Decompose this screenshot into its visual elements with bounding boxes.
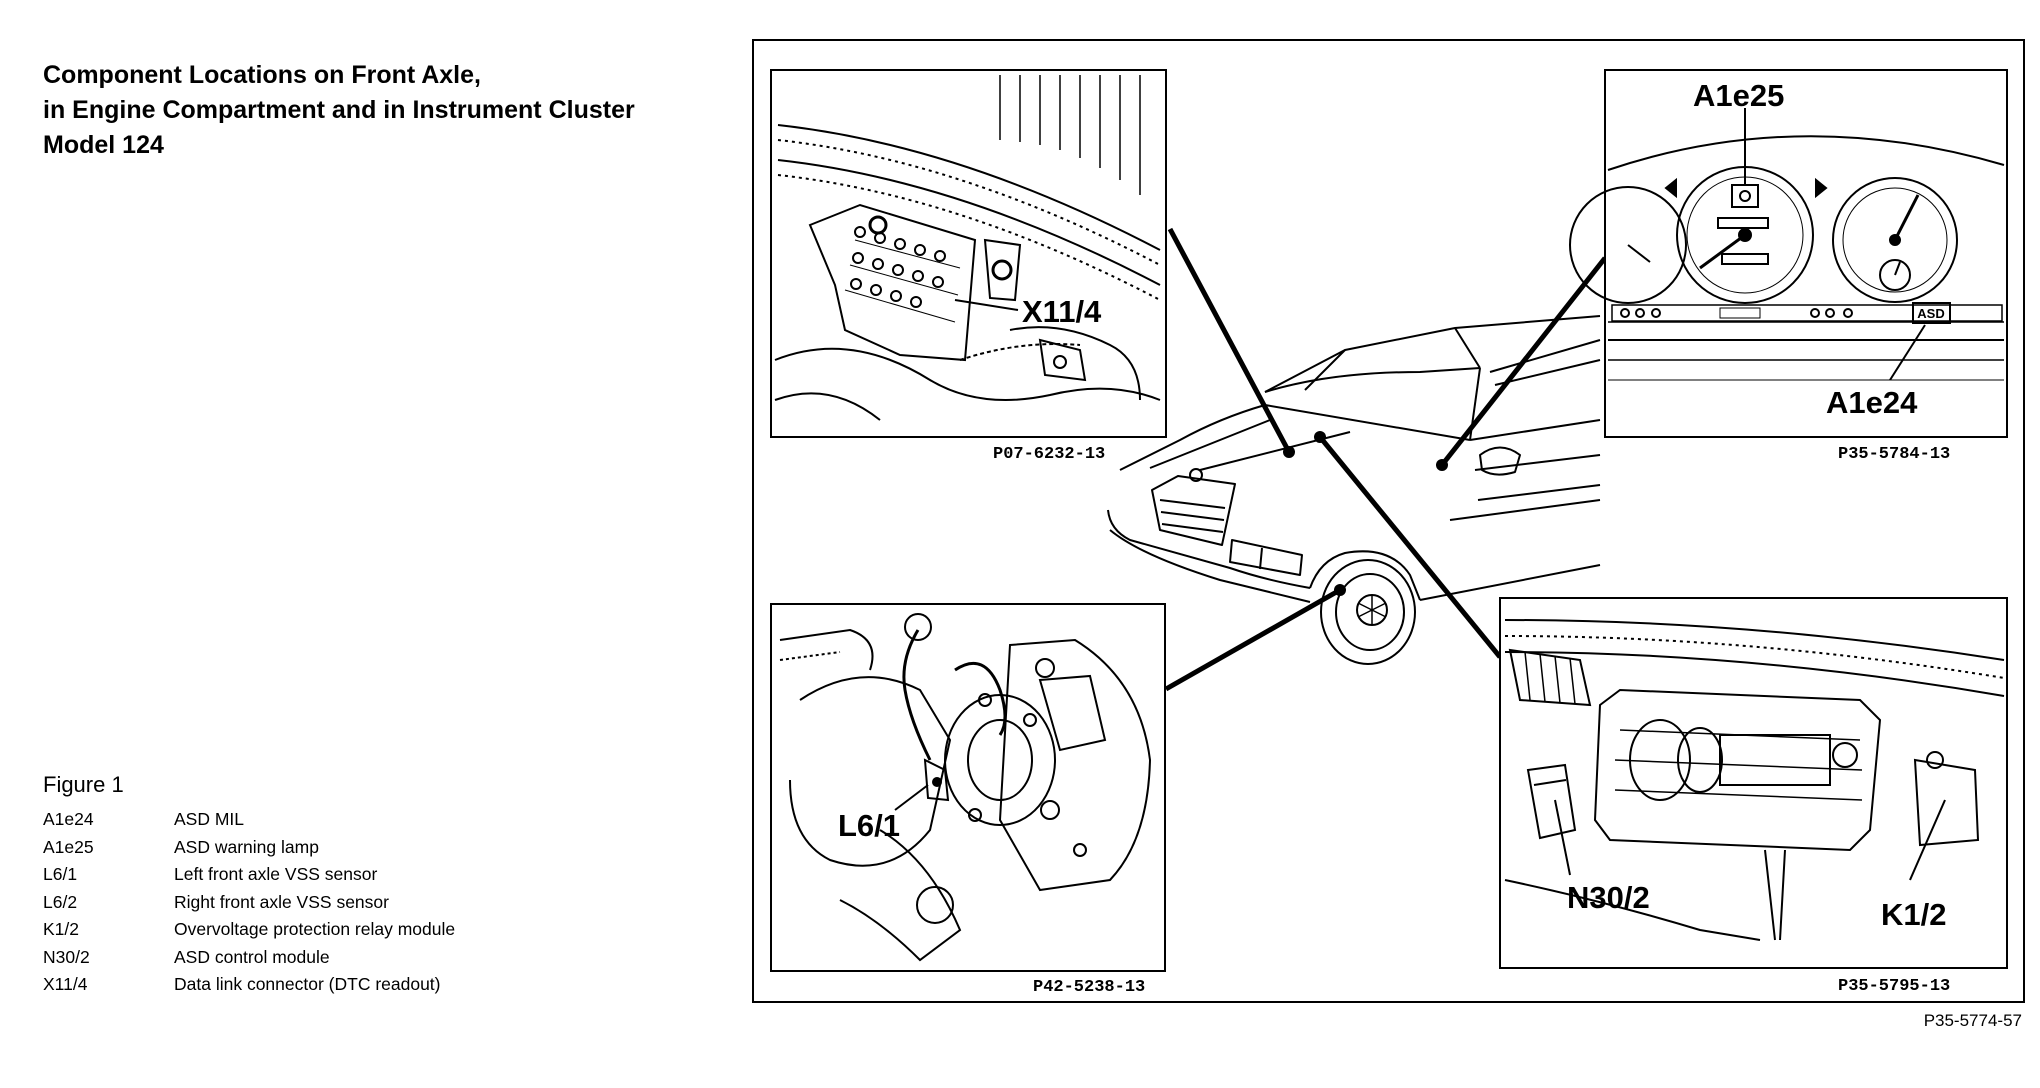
- legend-row: N30/2 ASD control module: [43, 944, 455, 972]
- legend-desc: ASD MIL: [174, 809, 245, 829]
- legend-desc: ASD control module: [174, 946, 330, 967]
- legend-desc: Data link connector (DTC readout): [174, 974, 441, 994]
- legend-desc: Overvoltage protection relay module: [174, 919, 456, 939]
- legend-code: N30/2: [43, 946, 90, 967]
- legend-code: L6/2: [43, 891, 78, 912]
- panel-data-link-connector: X11/4 P07-6232-13: [770, 69, 1167, 464]
- panel-instrument-cluster: ASD A1e25 A1e24 P35-5784-13: [1569, 69, 2008, 464]
- ref-bottom-left: P42-5238-13: [1033, 978, 1145, 997]
- legend-row: K1/2 Overvoltage protection relay module: [43, 916, 455, 944]
- heading-line-2: in Engine Compartment and in Instrument …: [43, 96, 635, 124]
- legend-desc: ASD warning lamp: [174, 836, 319, 857]
- legend-code: L6/1: [43, 864, 78, 884]
- ref-figure: P35-5774-57: [1924, 1011, 2022, 1030]
- legend-code: A1e25: [43, 836, 94, 857]
- label-a1e25: A1e25: [1693, 78, 1784, 113]
- legend-row: L6/1 Left front axle VSS sensor: [43, 861, 455, 889]
- figure-title: Figure 1: [43, 772, 124, 797]
- legend-row: A1e25 ASD warning lamp: [43, 834, 455, 862]
- ref-top-left: P07-6232-13: [993, 445, 1105, 464]
- ref-top-right: P35-5784-13: [1838, 445, 1950, 464]
- label-asd-badge: ASD: [1917, 306, 1944, 321]
- figure-frame: [752, 39, 2025, 1003]
- heading-line-3: Model 124: [43, 131, 164, 159]
- label-x11-4: X11/4: [1022, 294, 1102, 329]
- label-n30-2: N30/2: [1567, 880, 1650, 915]
- panel-engine-compartment: N30/2 K1/2 P35-5795-13: [1499, 597, 2008, 996]
- label-l6-1: L6/1: [838, 808, 900, 843]
- leader-lines: [1164, 227, 1607, 692]
- heading-line-1: Component Locations on Front Axle,: [43, 61, 481, 89]
- legend-code: A1e24: [43, 809, 94, 829]
- legend-desc: Right front axle VSS sensor: [174, 891, 389, 912]
- legend-row: A1e24 ASD MIL: [43, 806, 455, 834]
- location-dots: [1283, 431, 1448, 596]
- panel-front-axle-sensor: L6/1 P42-5238-13: [770, 603, 1166, 997]
- legend-code: K1/2: [43, 919, 79, 939]
- legend-code: X11/4: [43, 974, 88, 994]
- label-a1e24: A1e24: [1826, 385, 1918, 420]
- page-heading: Component Locations on Front Axle, in En…: [43, 58, 635, 163]
- ref-bottom-right: P35-5795-13: [1838, 977, 1950, 996]
- label-k1-2: K1/2: [1881, 897, 1946, 932]
- legend-row: L6/2 Right front axle VSS sensor: [43, 889, 455, 917]
- legend-row: X11/4 Data link connector (DTC readout): [43, 971, 455, 999]
- legend-desc: Left front axle VSS sensor: [174, 864, 378, 884]
